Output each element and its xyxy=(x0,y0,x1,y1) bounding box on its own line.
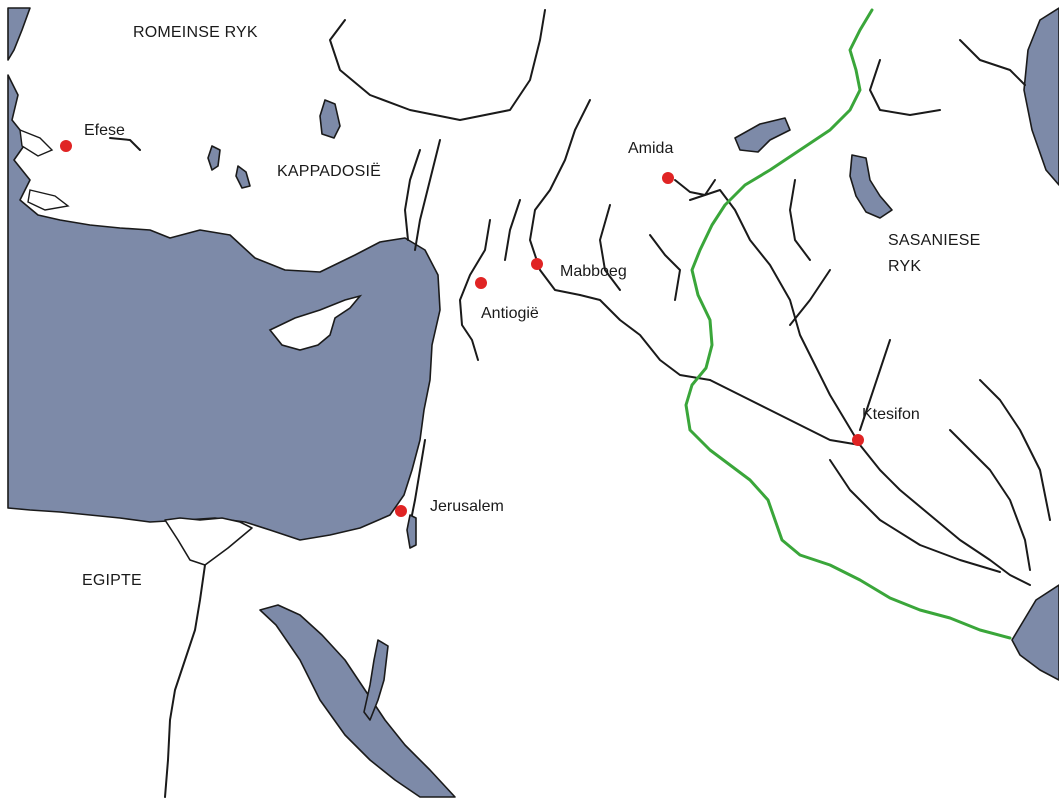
city-marker-jerusalem xyxy=(395,505,407,517)
roman-sasanian-border xyxy=(684,8,1012,640)
city-label-ctesiphon: Ktesifon xyxy=(862,406,920,423)
river xyxy=(689,189,861,446)
region-label-cappadocia: KAPPADOSIË xyxy=(277,163,381,180)
nile-river xyxy=(164,564,206,798)
river xyxy=(959,39,1026,86)
city-label-amida: Amida xyxy=(628,140,674,157)
lake-north xyxy=(319,99,341,139)
city-marker-antioch xyxy=(475,277,487,289)
river xyxy=(709,379,861,446)
city-label-antioch: Antiogië xyxy=(481,305,539,322)
cyprus-island xyxy=(268,294,363,351)
river xyxy=(979,379,1051,521)
river xyxy=(789,269,831,326)
city-marker-mabbug xyxy=(531,258,543,270)
coast-line xyxy=(109,137,141,151)
dead-sea xyxy=(406,514,417,549)
river xyxy=(829,459,1001,573)
city-label-mabbug: Mabboeg xyxy=(560,263,627,280)
river xyxy=(859,339,891,431)
region-label-sasanian-line1: SASANIESE xyxy=(888,232,981,249)
rivers xyxy=(109,9,1051,798)
city-label-jerusalem: Jerusalem xyxy=(430,498,504,515)
river xyxy=(459,219,491,361)
river xyxy=(579,294,711,381)
city-marker-ephesus xyxy=(60,140,72,152)
jordan-river xyxy=(411,439,426,516)
lake-urmia xyxy=(849,154,893,219)
lake-van xyxy=(734,117,791,153)
red-sea xyxy=(259,604,456,798)
city-marker-ctesiphon xyxy=(852,434,864,446)
river xyxy=(329,9,546,121)
river xyxy=(859,444,1031,586)
region-label-egypt: EGIPTE xyxy=(82,572,142,589)
river xyxy=(414,139,441,251)
region-label-sasanian-line2: RYK xyxy=(888,258,922,275)
region-label-roman: ROMEINSE RYK xyxy=(133,24,258,41)
black-sea-corner xyxy=(7,7,31,61)
river xyxy=(789,179,811,261)
city-marker-amida xyxy=(662,172,674,184)
mediterranean-sea xyxy=(7,74,441,541)
city-label-ephesus: Efese xyxy=(84,122,125,139)
persian-gulf xyxy=(1011,584,1059,681)
river xyxy=(404,149,421,241)
river xyxy=(674,179,716,196)
caspian-sea-edge xyxy=(1023,7,1059,186)
river xyxy=(599,204,621,291)
river xyxy=(504,199,521,261)
lake-tuz xyxy=(207,145,221,171)
aegean-island xyxy=(19,128,54,157)
river xyxy=(649,234,681,301)
lake-beysehir xyxy=(235,165,251,189)
nile-delta-sea xyxy=(164,517,253,566)
river xyxy=(949,429,1031,571)
aegean-island xyxy=(27,189,70,211)
gulf-of-aqaba xyxy=(363,639,389,721)
river xyxy=(869,59,941,116)
river xyxy=(529,99,591,296)
